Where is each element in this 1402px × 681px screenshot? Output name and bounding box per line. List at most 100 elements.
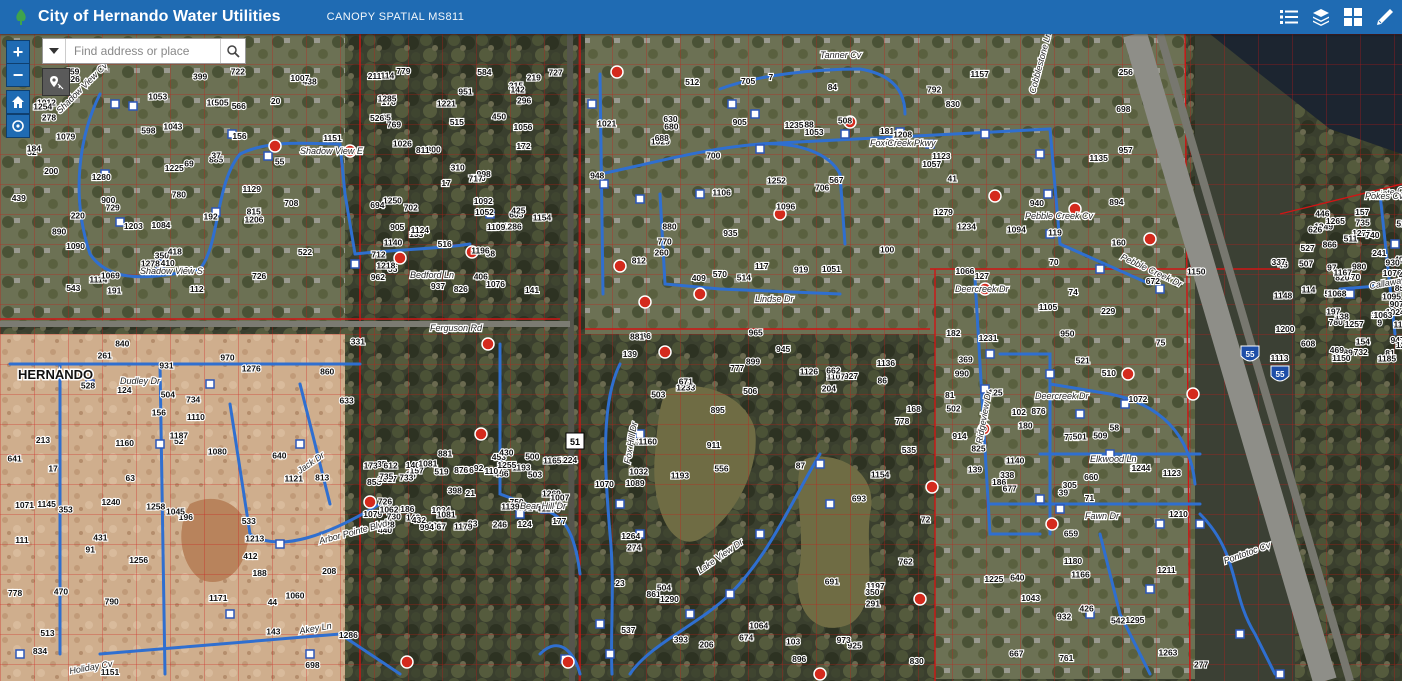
parcel-address-label: 1240 (102, 497, 121, 507)
hydrant-marker (638, 295, 652, 309)
parcel-address-label: 256 (1119, 67, 1133, 77)
valve-marker (587, 99, 597, 109)
parcel-address-label: 192 (204, 211, 218, 221)
parcel-address-label: 1290 (660, 594, 679, 604)
parcel-address-label: 300 (427, 145, 441, 155)
parcel-address-label: 506 (743, 386, 757, 396)
parcel-address-label: 825 (971, 444, 985, 454)
parcel-address-label: 1160 (116, 438, 135, 448)
parcel-address-label: 81 (1385, 348, 1395, 358)
parcel-address-label: 1107 (485, 466, 504, 476)
parcel-address-label: 566 (232, 101, 246, 111)
valve-marker (100, 169, 110, 179)
search-button[interactable] (220, 39, 245, 63)
parcel-address-label: 138 (1335, 311, 1349, 321)
parcel-address-label: 680 (664, 122, 678, 132)
parcel-address-label: 140 (406, 460, 420, 470)
parcel-address-label: 103 (786, 637, 800, 647)
valve-marker (615, 499, 625, 509)
basemap-gallery-icon[interactable] (1342, 6, 1364, 28)
parcel-address-label: 512 (685, 77, 699, 87)
valve-marker (1145, 584, 1155, 594)
measure-icon[interactable] (1374, 6, 1396, 28)
parcel-address-label: 510 (1102, 368, 1116, 378)
valve-marker (985, 349, 995, 359)
parcel-address-label: 69 (184, 159, 194, 169)
hydrant-marker (925, 480, 939, 494)
map-canvas[interactable]: 7807695675375097907356365665405128308256… (0, 34, 1402, 681)
parcel-address-label: 1210 (1169, 509, 1188, 519)
parcel-address-label: 1005 (207, 98, 226, 108)
valve-marker (925, 139, 935, 149)
list-icon[interactable] (1278, 6, 1300, 28)
parcel-address-label: 21 (170, 121, 180, 131)
parcel-address-label: 636 (460, 465, 474, 475)
parcel-address-label: 734 (186, 395, 200, 405)
search-source-dropdown[interactable] (43, 39, 66, 63)
parcel-address-label: 142 (511, 84, 525, 94)
parcel-address-label: 1257 (1345, 319, 1364, 329)
valve-marker (85, 379, 95, 389)
crosshair-icon (12, 120, 24, 132)
parcel-address-label: 940 (1030, 198, 1044, 208)
valve-marker (605, 649, 615, 659)
parcel-address-label: 1150 (1187, 267, 1206, 277)
zoom-out-button[interactable]: − (12, 64, 24, 85)
valve-marker (635, 429, 645, 439)
parcel-address-label: 881 (630, 331, 644, 341)
street-label: Pebble Creek Cv (1025, 211, 1094, 221)
parcel-address-label: 404 (1394, 255, 1402, 265)
parcel-address-label: 1068 (1328, 288, 1347, 298)
parcel-address-label: 1258 (146, 501, 165, 511)
parcel-address-label: 1076 (486, 279, 505, 289)
parcel-address-label: 812 (632, 255, 646, 265)
hydrant-marker (1143, 232, 1157, 246)
parcel-address-label: 706 (815, 183, 829, 193)
parcel-address-label: 1017 (378, 474, 397, 484)
parcel-address-label: 431 (93, 533, 107, 543)
parcel-address-label: 830 (946, 99, 960, 109)
parcel-address-label: 1206 (245, 214, 264, 224)
parcel-address-label: 20 (271, 96, 281, 106)
street-label: Lindse Dr (755, 294, 795, 304)
parcel-address-label: 895 (711, 405, 725, 415)
parcel-address-label: 1154 (871, 470, 890, 480)
parcel-address-label: 779 (396, 66, 410, 76)
parcel-address-label: 92 (474, 463, 484, 473)
parcel-address-label: 1124 (411, 225, 430, 235)
home-button[interactable] (6, 90, 30, 114)
zoom-in-button[interactable]: + (7, 41, 29, 64)
parcel-address-label: 919 (794, 264, 808, 274)
parcel-address-label: 1280 (92, 172, 111, 182)
valve-marker (1043, 189, 1053, 199)
parcel-address-label: 605 (509, 210, 523, 220)
parcel-address-label: 761 (1059, 653, 1073, 663)
valve-marker (295, 439, 305, 449)
parcel-address-label: 730 (387, 511, 401, 521)
parcel-address-label: 173 (364, 461, 378, 471)
interstate-shield (1240, 345, 1260, 362)
parcel-address-label: 717 (469, 173, 483, 183)
valve-marker (1095, 264, 1105, 274)
parcel-address-label: 866 (1323, 240, 1337, 250)
parcel-address-label: 409 (692, 273, 706, 283)
valve-marker (727, 99, 737, 109)
parcel-address-label: 806 (428, 520, 442, 530)
street-label: Deercreek Dr (1035, 391, 1090, 401)
valve-marker (599, 179, 609, 189)
select-tool-button[interactable] (42, 68, 70, 96)
search-input[interactable] (66, 39, 220, 63)
layers-icon[interactable] (1310, 6, 1332, 28)
parcel-address-label: 1129 (243, 184, 262, 194)
locate-button[interactable] (6, 114, 30, 138)
parcel-address-label: 338 (1000, 470, 1014, 480)
parcel-address-label: 501 (1073, 431, 1087, 441)
hydrant-marker (693, 287, 707, 301)
parcel-address-label: 735 (379, 471, 393, 481)
valve-marker (128, 101, 138, 111)
valve-marker (1120, 399, 1130, 409)
parcel-address-label: 406 (474, 272, 488, 282)
parcel-address-label: 937 (431, 281, 445, 291)
